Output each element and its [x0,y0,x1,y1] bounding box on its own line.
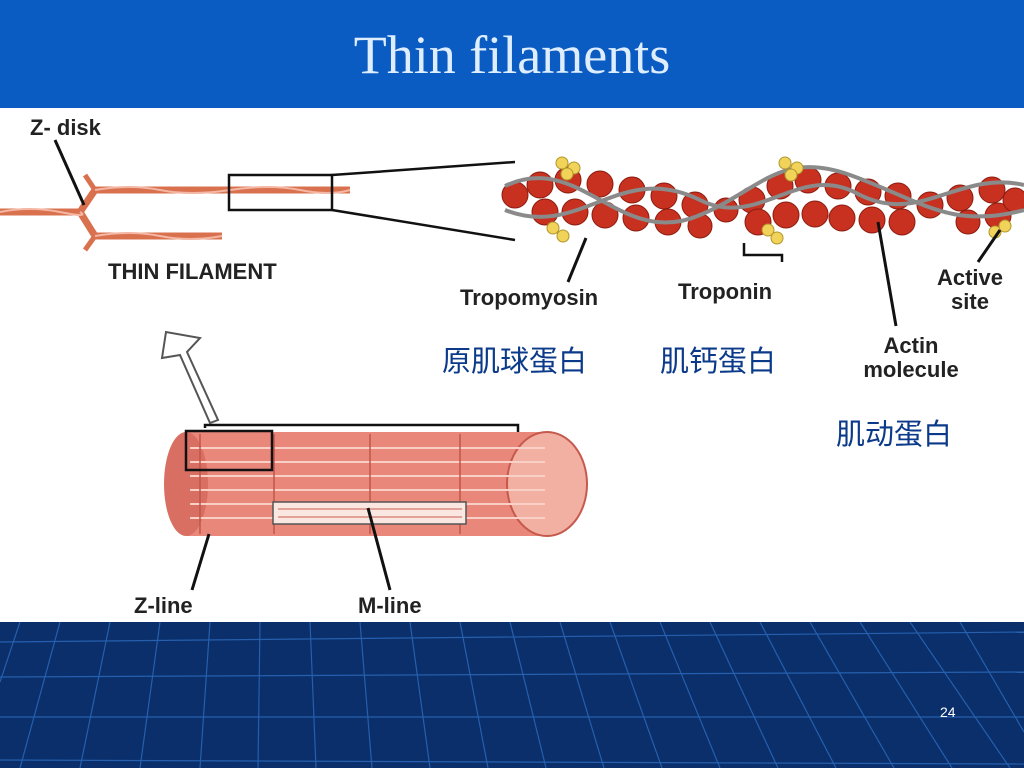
zoom-box [227,173,334,212]
actin-molecule-label: Actin molecule [863,333,959,382]
slide-header [0,0,1024,108]
zoom-arrow [160,330,220,425]
thin-filament-strands [0,173,351,252]
m-line-pointer [366,507,392,591]
z-disk-pointer [53,139,86,206]
footer-background [0,622,1024,768]
actin-pointer [876,221,898,327]
m-line-label: M-line [358,593,422,618]
z-line-pointer [190,533,211,591]
troponin-label: Troponin [678,279,773,304]
slide-title: Thin filaments [353,25,671,85]
page-number: 24 [940,704,956,720]
actin-chinese-label: 肌动蛋白 [836,417,953,451]
thin-filament-label: THIN FILAMENT [108,259,277,284]
active-site-pointer [976,229,1002,263]
myofibril-cylinder [164,423,588,537]
tropomyosin-label: Tropomyosin [460,285,599,310]
z-disk-label: Z- disk [30,115,101,140]
actin-helix [501,156,1024,245]
tropomyosin-chinese-label: 原肌球蛋白 [442,344,588,378]
active-site-label: Active site [936,265,1004,314]
troponin-bracket [742,243,784,262]
troponin-chinese-label: 肌钙蛋白 [660,344,777,378]
tropomyosin-pointer [566,237,588,283]
z-line-label: Z-line [134,593,193,618]
